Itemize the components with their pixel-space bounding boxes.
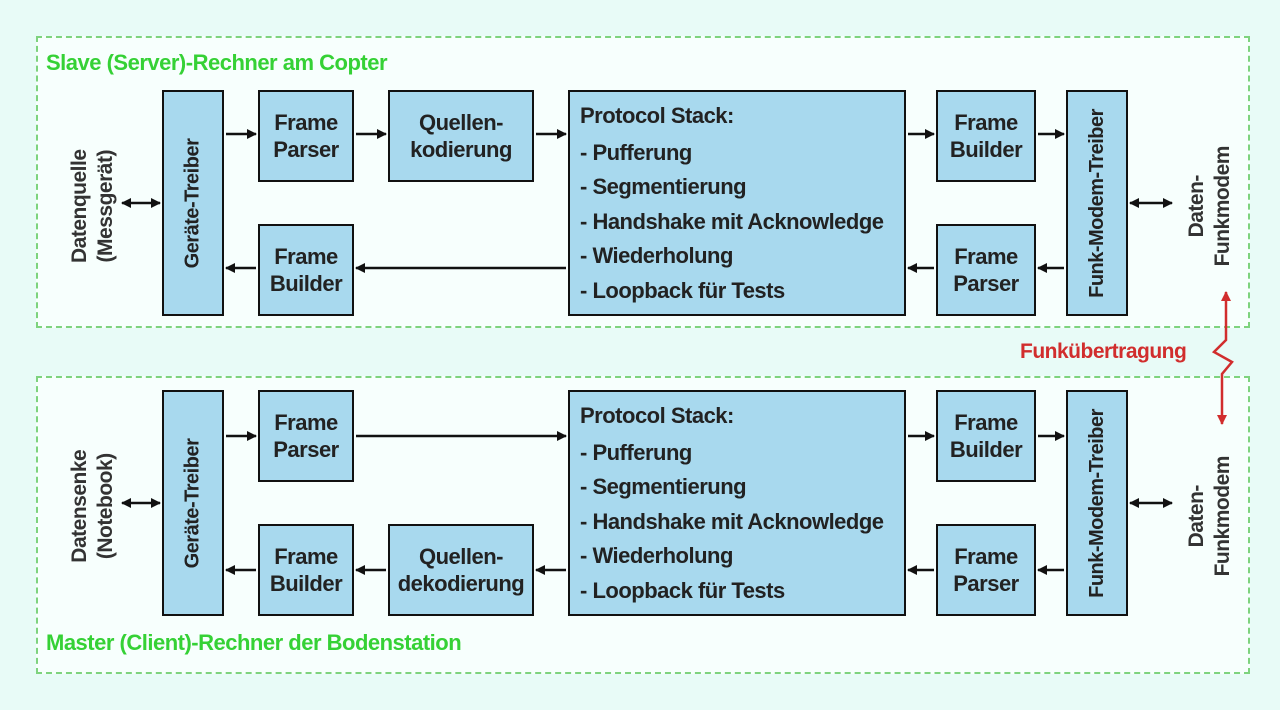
slave-device-driver-box: Geräte-Treiber — [162, 90, 224, 316]
protocol-stack-item: - Handshake mit Acknowledge — [580, 508, 884, 534]
slave-data-source-label: Datenquelle (Messgerät) — [67, 149, 117, 264]
master-source-decoding-box: Quellen-dekodierung — [388, 524, 534, 616]
master-device-driver-box: Geräte-Treiber — [162, 390, 224, 616]
slave-radio-modem-driver-box: Funk-Modem-Treiber — [1066, 90, 1128, 316]
protocol-stack-item: - Pufferung — [580, 139, 692, 165]
protocol-stack-item: - Pufferung — [580, 439, 692, 465]
master-data-sink-label: Datensenke (Notebook) — [67, 449, 117, 563]
slave-source-coding-box: Quellen-kodierung — [388, 90, 534, 182]
protocol-stack-item: - Segmentierung — [580, 174, 747, 199]
master-modem-label: Daten- Funkmodem — [1184, 456, 1234, 577]
master-radio-modem-driver-box: Funk-Modem-Treiber — [1066, 390, 1128, 616]
radio-transmission-label: Funkübertragung — [1020, 340, 1187, 363]
protocol-stack-item: - Loopback für Tests — [580, 577, 785, 603]
master-panel-title: Master (Client)-Rechner der Bodenstation — [46, 630, 462, 655]
protocol-stack-item: - Wiederholung — [580, 543, 733, 568]
protocol-stack-item: - Wiederholung — [580, 243, 733, 268]
master-protocol-stack-box: Protocol Stack: - Pufferung - Segmentier… — [568, 390, 906, 616]
protocol-stack-item: - Handshake mit Acknowledge — [580, 208, 884, 234]
slave-protocol-stack-box: Protocol Stack: - Pufferung - Segmentier… — [568, 90, 906, 316]
slave-modem-label: Daten- Funkmodem — [1184, 146, 1234, 267]
protocol-stack-item: - Loopback für Tests — [580, 277, 785, 303]
protocol-stack-item: - Segmentierung — [580, 474, 747, 499]
slave-panel-title: Slave (Server)-Rechner am Copter — [46, 50, 388, 75]
